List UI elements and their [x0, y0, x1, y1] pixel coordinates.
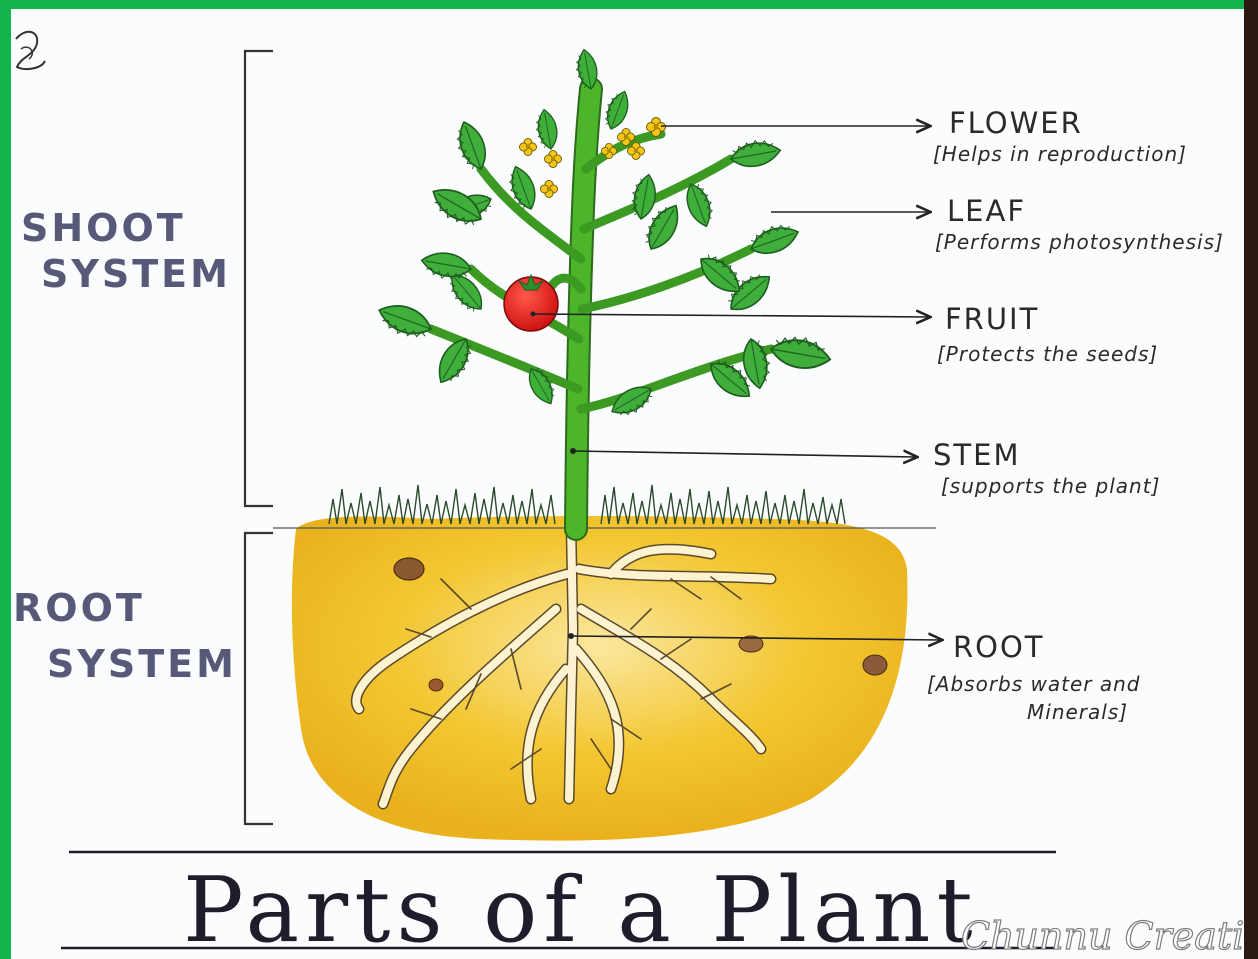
stem-arrow: [573, 451, 916, 457]
right-edge-strip: [1244, 0, 1258, 959]
drawing-sheet: SHOOT SYSTEM ROOT SYSTEM: [11, 9, 1244, 959]
flower-function: [Helps in reproduction]: [933, 142, 1187, 166]
stem-function: [supports the plant]: [941, 474, 1160, 498]
root-system-label-line2: SYSTEM: [47, 642, 237, 686]
leaf-label: LEAF: [947, 194, 1026, 228]
root-function-line2: Minerals]: [1027, 700, 1128, 724]
corner-doodle: [16, 32, 45, 69]
fruit-function: [Protects the seeds]: [937, 342, 1158, 366]
shoot-system-label-line1: SHOOT: [21, 206, 186, 250]
pebble: [429, 679, 443, 691]
shoot-system-bracket: [245, 51, 273, 506]
flower-label: FLOWER: [949, 106, 1083, 140]
leaf-function: [Performs photosynthesis]: [935, 230, 1224, 254]
fruit-arrow: [533, 314, 929, 317]
root-system-label-line1: ROOT: [13, 586, 145, 630]
plant-diagram: SHOOT SYSTEM ROOT SYSTEM: [11, 9, 1244, 959]
root-function: [Absorbs water and: [927, 672, 1141, 696]
root-label: ROOT: [953, 630, 1045, 664]
fruit-label: FRUIT: [945, 302, 1039, 336]
pebble: [863, 655, 887, 675]
leaves: [374, 48, 833, 422]
diagram-title: Parts of a Plant: [183, 858, 979, 959]
root-system-bracket: [245, 533, 273, 824]
shoot-system-label-line2: SYSTEM: [41, 252, 231, 296]
watermark: Chunnu Creatio: [961, 914, 1244, 958]
pebble: [394, 558, 424, 580]
part-labels: FLOWER [Helps in reproduction] LEAF [Per…: [927, 106, 1224, 724]
stem-label: STEM: [933, 438, 1020, 472]
